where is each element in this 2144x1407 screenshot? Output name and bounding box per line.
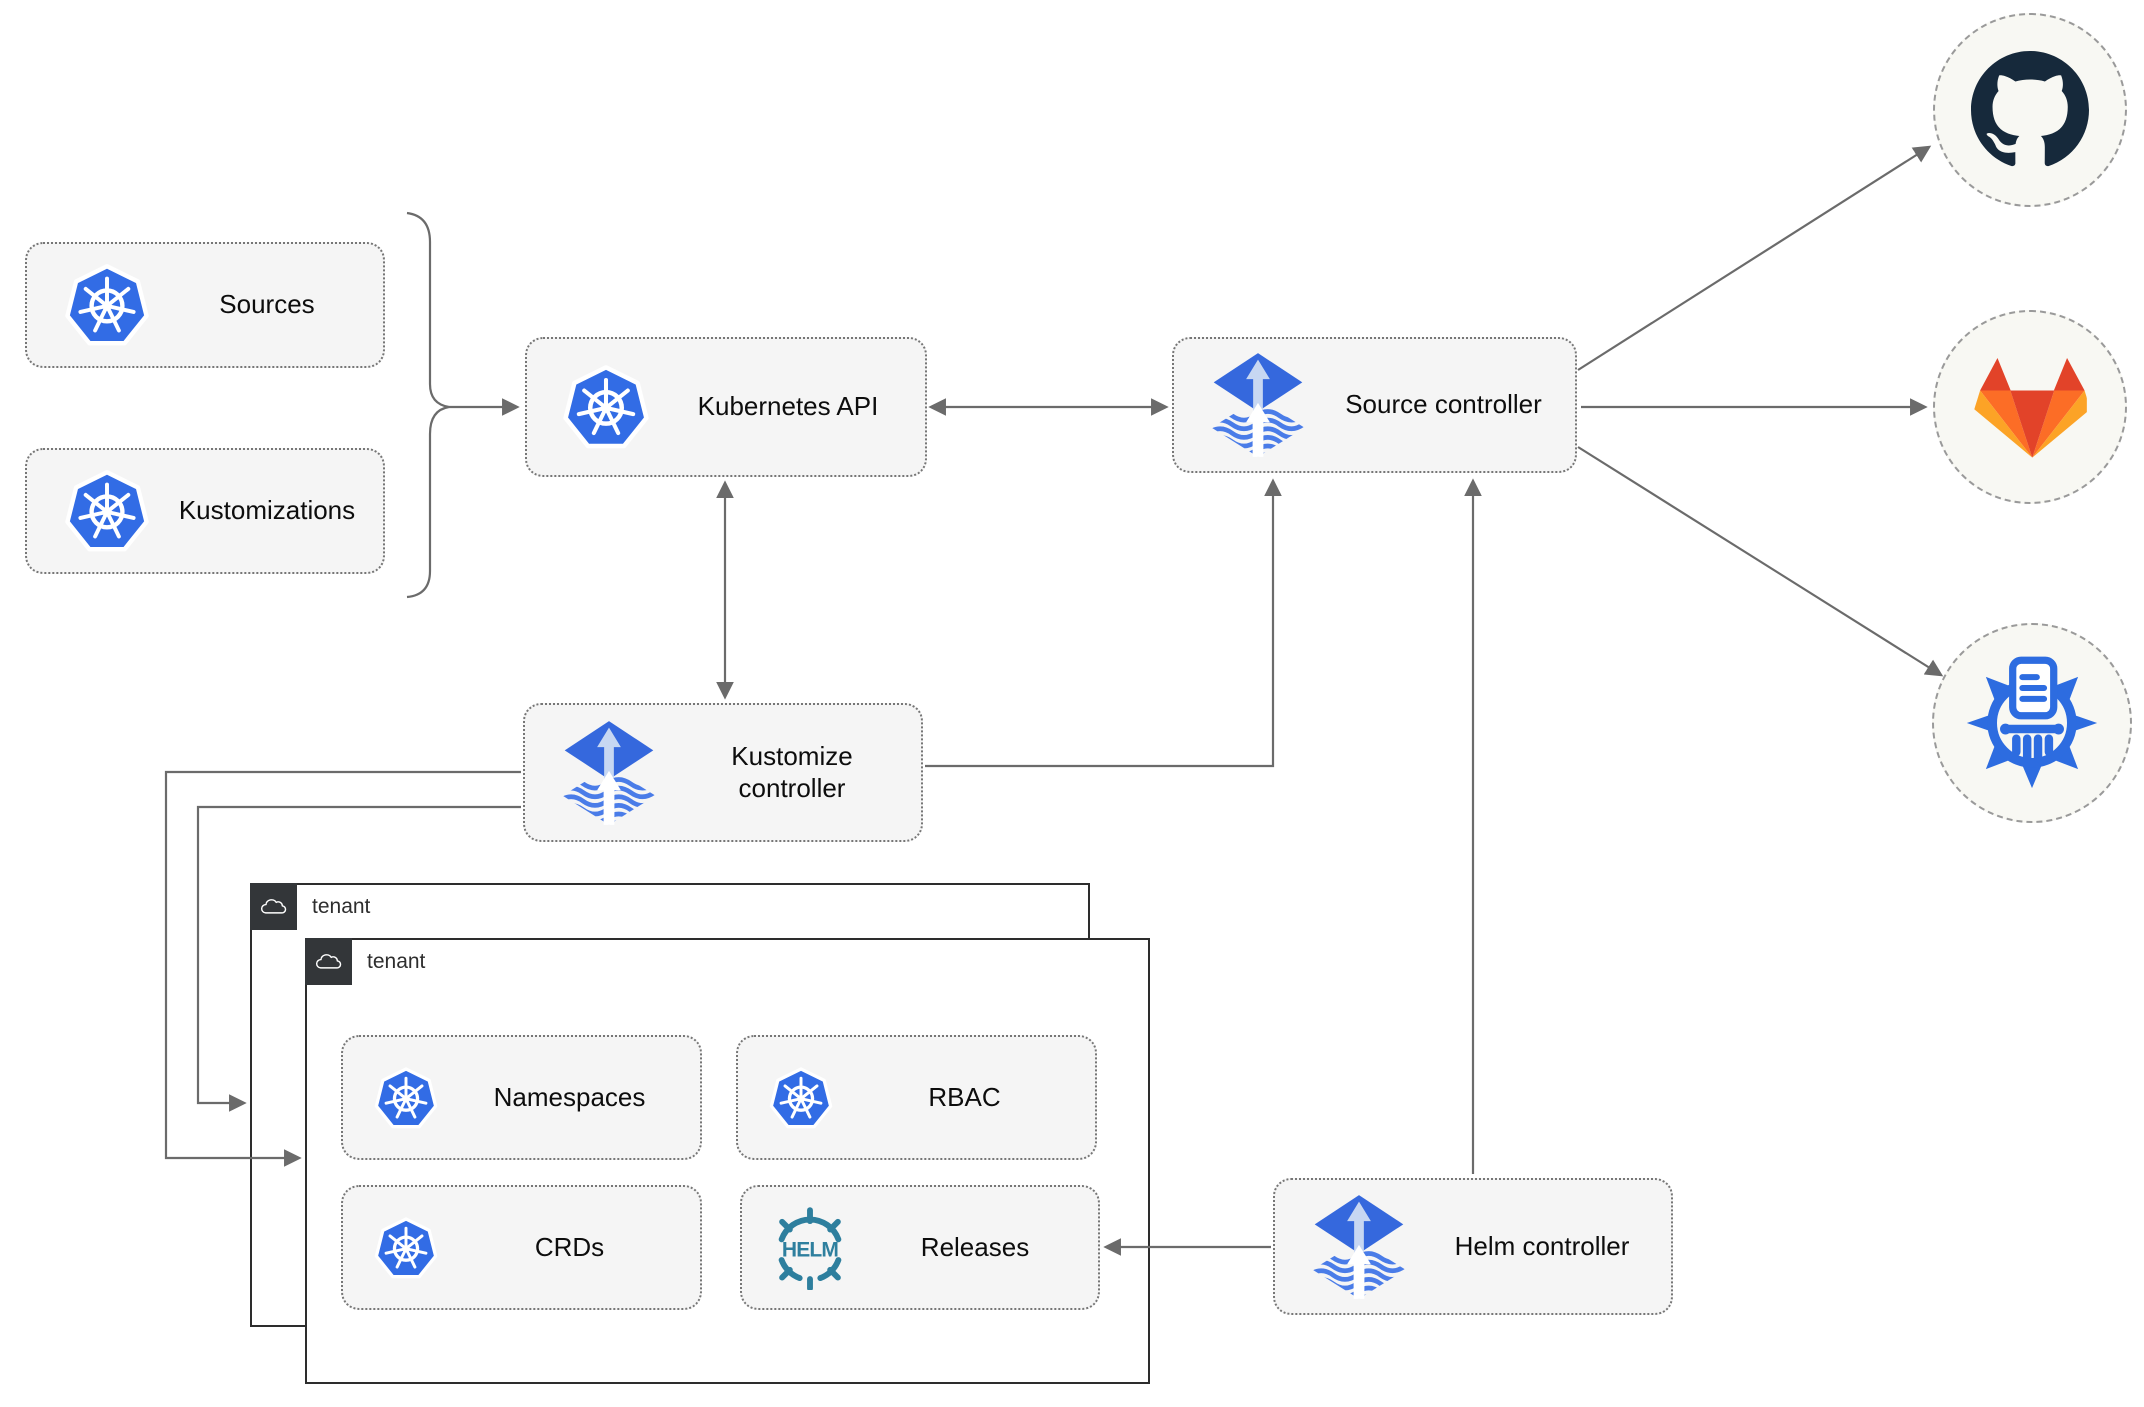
kubernetes-icon bbox=[373, 1215, 439, 1281]
node-kubernetes-api: Kubernetes API bbox=[525, 337, 927, 477]
flux-icon bbox=[1305, 1193, 1413, 1301]
node-label: Helm controller bbox=[1454, 1230, 1630, 1261]
external-gitlab bbox=[1933, 310, 2127, 504]
kubernetes-icon bbox=[63, 261, 151, 349]
helm-logo-text: HELM bbox=[782, 1238, 838, 1261]
kubernetes-icon bbox=[561, 362, 651, 452]
external-chartmuseum bbox=[1932, 623, 2132, 823]
edge-source-to-github bbox=[1577, 145, 1932, 371]
node-label: Kustomize controller bbox=[731, 740, 853, 803]
edge-source-to-chartmuseum bbox=[1577, 446, 1944, 677]
kubernetes-icon bbox=[63, 467, 151, 555]
flux-icon bbox=[555, 719, 663, 827]
node-kustomize-controller: Kustomize controller bbox=[523, 703, 923, 842]
node-rbac: RBAC bbox=[736, 1035, 1097, 1160]
tenant-back-label: tenant bbox=[312, 895, 371, 918]
node-source-controller: Source controller bbox=[1172, 337, 1577, 473]
node-label: CRDs bbox=[534, 1231, 605, 1262]
external-github bbox=[1933, 13, 2127, 207]
node-label: Source controller bbox=[1345, 389, 1542, 420]
chartmuseum-icon bbox=[1964, 653, 2100, 793]
node-label: Kubernetes API bbox=[697, 391, 879, 422]
node-label: Releases bbox=[920, 1231, 1030, 1262]
node-kustomizations: Kustomizations bbox=[25, 448, 385, 574]
node-label: Sources bbox=[219, 289, 315, 320]
flux-icon bbox=[1204, 351, 1312, 459]
helm-wheel-icon: HELM bbox=[768, 1206, 852, 1290]
node-namespaces: Namespaces bbox=[341, 1035, 702, 1160]
node-label: RBAC bbox=[928, 1081, 1001, 1112]
gitlab-icon bbox=[1973, 353, 2087, 461]
kubernetes-icon bbox=[768, 1065, 834, 1131]
node-label: Namespaces bbox=[493, 1081, 646, 1112]
brace-sources-group bbox=[406, 211, 450, 599]
node-helm-controller: Helm controller bbox=[1273, 1178, 1673, 1315]
node-sources: Sources bbox=[25, 242, 385, 368]
kubernetes-icon bbox=[373, 1065, 439, 1131]
tenant-back-header bbox=[250, 883, 297, 930]
tenant-front-header bbox=[305, 938, 352, 985]
tenant-front-label: tenant bbox=[367, 950, 426, 973]
cloud-icon bbox=[258, 895, 290, 918]
edge-kustomize-to-source-controller bbox=[925, 478, 1282, 768]
node-releases: HELM Releases bbox=[740, 1185, 1100, 1310]
node-label: Kustomizations bbox=[178, 495, 356, 526]
node-crds: CRDs bbox=[341, 1185, 702, 1310]
tenant-group-front: tenant bbox=[305, 938, 1150, 1384]
github-icon bbox=[1971, 51, 2089, 169]
cloud-icon bbox=[313, 950, 345, 973]
